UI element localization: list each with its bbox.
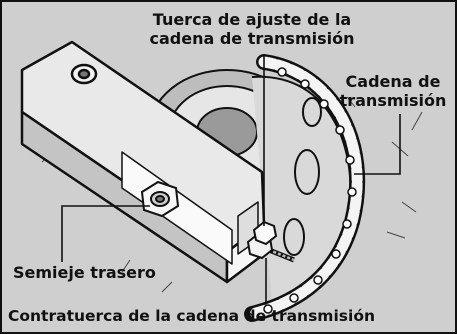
label-drive-chain-line2: transmisión	[339, 91, 447, 110]
drive-chain	[244, 54, 366, 322]
label-drive-chain: Cadena de transmisión	[334, 72, 452, 110]
swingarm	[20, 40, 266, 284]
label-locknut: Contratuerca de la cadena de transmisión	[8, 307, 375, 325]
label-adjusting-nut: Tuerca de ajuste de la cadena de transmi…	[142, 10, 362, 48]
label-adjusting-nut-line2: cadena de transmisión	[149, 29, 355, 48]
label-drive-chain-line1: Cadena de	[345, 72, 441, 91]
leader-lines	[61, 54, 401, 304]
leader-rear-axle	[61, 205, 150, 262]
label-adjusting-nut-line1: Tuerca de ajuste de la	[152, 10, 352, 29]
label-rear-axle: Semieje trasero	[13, 263, 156, 282]
leader-drive-chain	[354, 114, 401, 175]
rear-axle-nut	[140, 180, 180, 218]
